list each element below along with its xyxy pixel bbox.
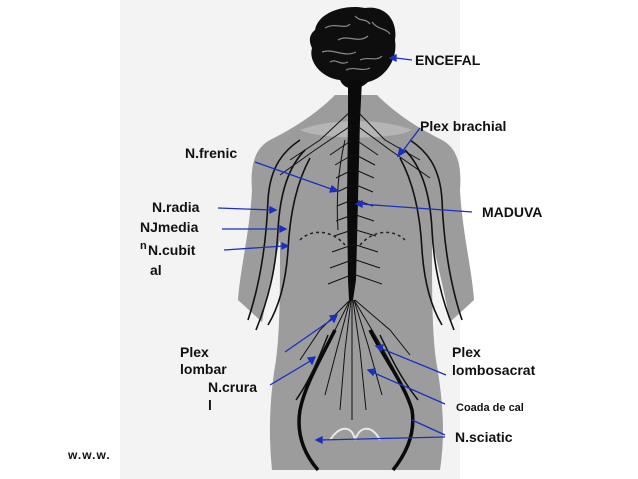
label-n-median-suffix: n: [140, 240, 147, 252]
phrenic-nerve: [336, 139, 346, 231]
label-plex-lombosacrat-2: lombosacrat: [452, 362, 536, 378]
label-n-frenic: N.frenic: [185, 145, 238, 161]
label-n-crural: N.crura: [208, 379, 258, 395]
label-maduva: MADUVA: [482, 204, 543, 220]
label-plex-lombar: Plex: [180, 344, 209, 360]
crural-nerves: [295, 334, 419, 401]
label-plex-brachial: Plex brachial: [420, 118, 507, 134]
cauda-equina: [299, 299, 411, 420]
label-plex-lombar-2: lombar: [180, 361, 227, 377]
label-n-median: NJmedia: [140, 219, 199, 235]
leg-nerves: [297, 329, 415, 472]
label-plex-lombosacrat: Plex: [452, 344, 481, 360]
label-n-cubital: N.cubit: [148, 242, 196, 258]
pointer-lines: [217, 53, 473, 445]
right-arm-nerves: [399, 139, 463, 331]
gluteal-outline: [329, 427, 381, 441]
label-n-radial: N.radia: [152, 199, 200, 215]
footer-www: w.w.w.: [68, 448, 111, 462]
label-coada-de-cal: Coada de cal: [456, 402, 524, 414]
brain: [309, 6, 396, 89]
label-n-cubital-suffix: al: [150, 262, 162, 278]
label-n-sciatic: N.sciatic: [455, 429, 513, 445]
label-n-crural-suffix: l: [208, 397, 212, 413]
label-encefal: ENCEFAL: [415, 52, 481, 68]
